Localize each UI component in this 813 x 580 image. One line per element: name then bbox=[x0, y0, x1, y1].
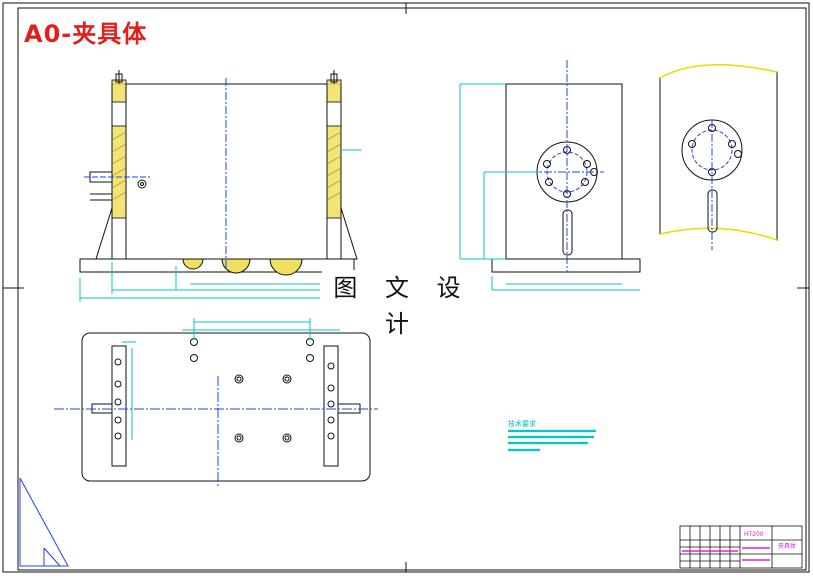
drawing-stroke bbox=[111, 155, 127, 165]
drawing-stroke bbox=[111, 131, 342, 201]
drawing-stroke bbox=[282, 433, 292, 443]
side-view bbox=[459, 60, 641, 291]
drawing-stroke bbox=[221, 258, 251, 274]
front-view bbox=[79, 70, 362, 302]
drawing-stroke bbox=[326, 155, 342, 165]
drawing-stroke bbox=[236, 435, 242, 441]
drawing-stroke bbox=[659, 64, 778, 241]
drawing-stroke bbox=[111, 167, 127, 177]
drawing-stroke bbox=[491, 258, 641, 273]
drawing-stroke bbox=[269, 258, 303, 276]
drawing-stroke bbox=[284, 435, 290, 441]
drawing-stroke bbox=[95, 207, 113, 260]
drawing-stroke bbox=[84, 171, 150, 201]
drawing-stroke bbox=[330, 73, 338, 83]
drawing-stroke bbox=[306, 354, 314, 362]
drawing-stroke bbox=[114, 432, 122, 440]
drawing-stroke bbox=[115, 73, 123, 83]
drawing-stroke bbox=[111, 345, 127, 467]
top-view bbox=[54, 318, 378, 486]
drawing-stroke bbox=[326, 191, 342, 201]
drawing-stroke bbox=[340, 207, 358, 260]
drawing-stroke bbox=[659, 227, 778, 241]
drawing-stroke bbox=[327, 384, 335, 392]
drawing-stroke bbox=[326, 143, 342, 153]
drawing-stroke bbox=[323, 345, 339, 467]
drawing-stroke bbox=[114, 416, 122, 424]
drawing-stroke bbox=[111, 179, 127, 189]
title-block-marks bbox=[682, 547, 770, 561]
drawing-stroke bbox=[137, 179, 147, 189]
drawing-stroke bbox=[114, 398, 122, 406]
drawing-stroke bbox=[459, 83, 640, 291]
drawing-stroke bbox=[234, 433, 244, 443]
tech-notes-lines bbox=[508, 429, 596, 452]
drawing-stroke bbox=[182, 258, 204, 270]
drawing-stroke bbox=[111, 143, 127, 153]
drawing-stroke bbox=[282, 374, 292, 384]
drawing-stroke bbox=[734, 150, 742, 158]
drawing-stroke bbox=[79, 258, 355, 273]
drawing-stroke bbox=[327, 362, 335, 370]
drawing-stroke bbox=[43, 547, 61, 567]
title-block-name: 夹具体 bbox=[778, 542, 796, 550]
title-block bbox=[679, 525, 803, 569]
drawing-stroke bbox=[79, 149, 362, 302]
drawing-stroke bbox=[327, 400, 335, 408]
drawing-stroke bbox=[284, 376, 290, 382]
drawing-stroke bbox=[688, 124, 742, 176]
drawing-stroke bbox=[326, 131, 342, 141]
drawing-stroke bbox=[234, 374, 244, 384]
detail-view bbox=[659, 64, 778, 250]
drawing-stroke bbox=[543, 160, 551, 168]
drawing-stroke bbox=[182, 258, 303, 276]
corner-triangle bbox=[19, 477, 69, 567]
watermark: 图 文 设 计 bbox=[322, 270, 482, 338]
drawing-stroke bbox=[728, 140, 736, 148]
drawing-stroke bbox=[688, 140, 696, 148]
title-block-material: HT200 bbox=[744, 531, 764, 538]
drawing-stroke bbox=[111, 191, 127, 201]
sheet-inner-border bbox=[17, 7, 807, 571]
drawing-stroke bbox=[327, 416, 335, 424]
drawing-stroke bbox=[581, 178, 589, 186]
drawing-stroke bbox=[659, 64, 778, 79]
drawing-stroke bbox=[583, 160, 591, 168]
drawing-stroke bbox=[190, 354, 198, 362]
drawing-stroke bbox=[326, 167, 342, 177]
drawing-title: A0-夹具体 bbox=[24, 20, 148, 48]
drawing-stroke bbox=[111, 131, 127, 141]
tech-notes-heading: 技术要求 bbox=[508, 419, 536, 428]
drawing-stroke bbox=[545, 178, 553, 186]
drawing-stroke bbox=[140, 182, 144, 186]
drawing-stroke bbox=[114, 380, 122, 388]
drawing-stroke bbox=[326, 179, 342, 189]
drawing-stroke bbox=[327, 432, 335, 440]
drawing-stroke bbox=[81, 332, 371, 482]
drawing-stroke bbox=[114, 338, 335, 443]
drawing-stroke bbox=[236, 376, 242, 382]
drawing-stroke bbox=[122, 318, 340, 440]
drawing-stroke bbox=[114, 358, 122, 366]
